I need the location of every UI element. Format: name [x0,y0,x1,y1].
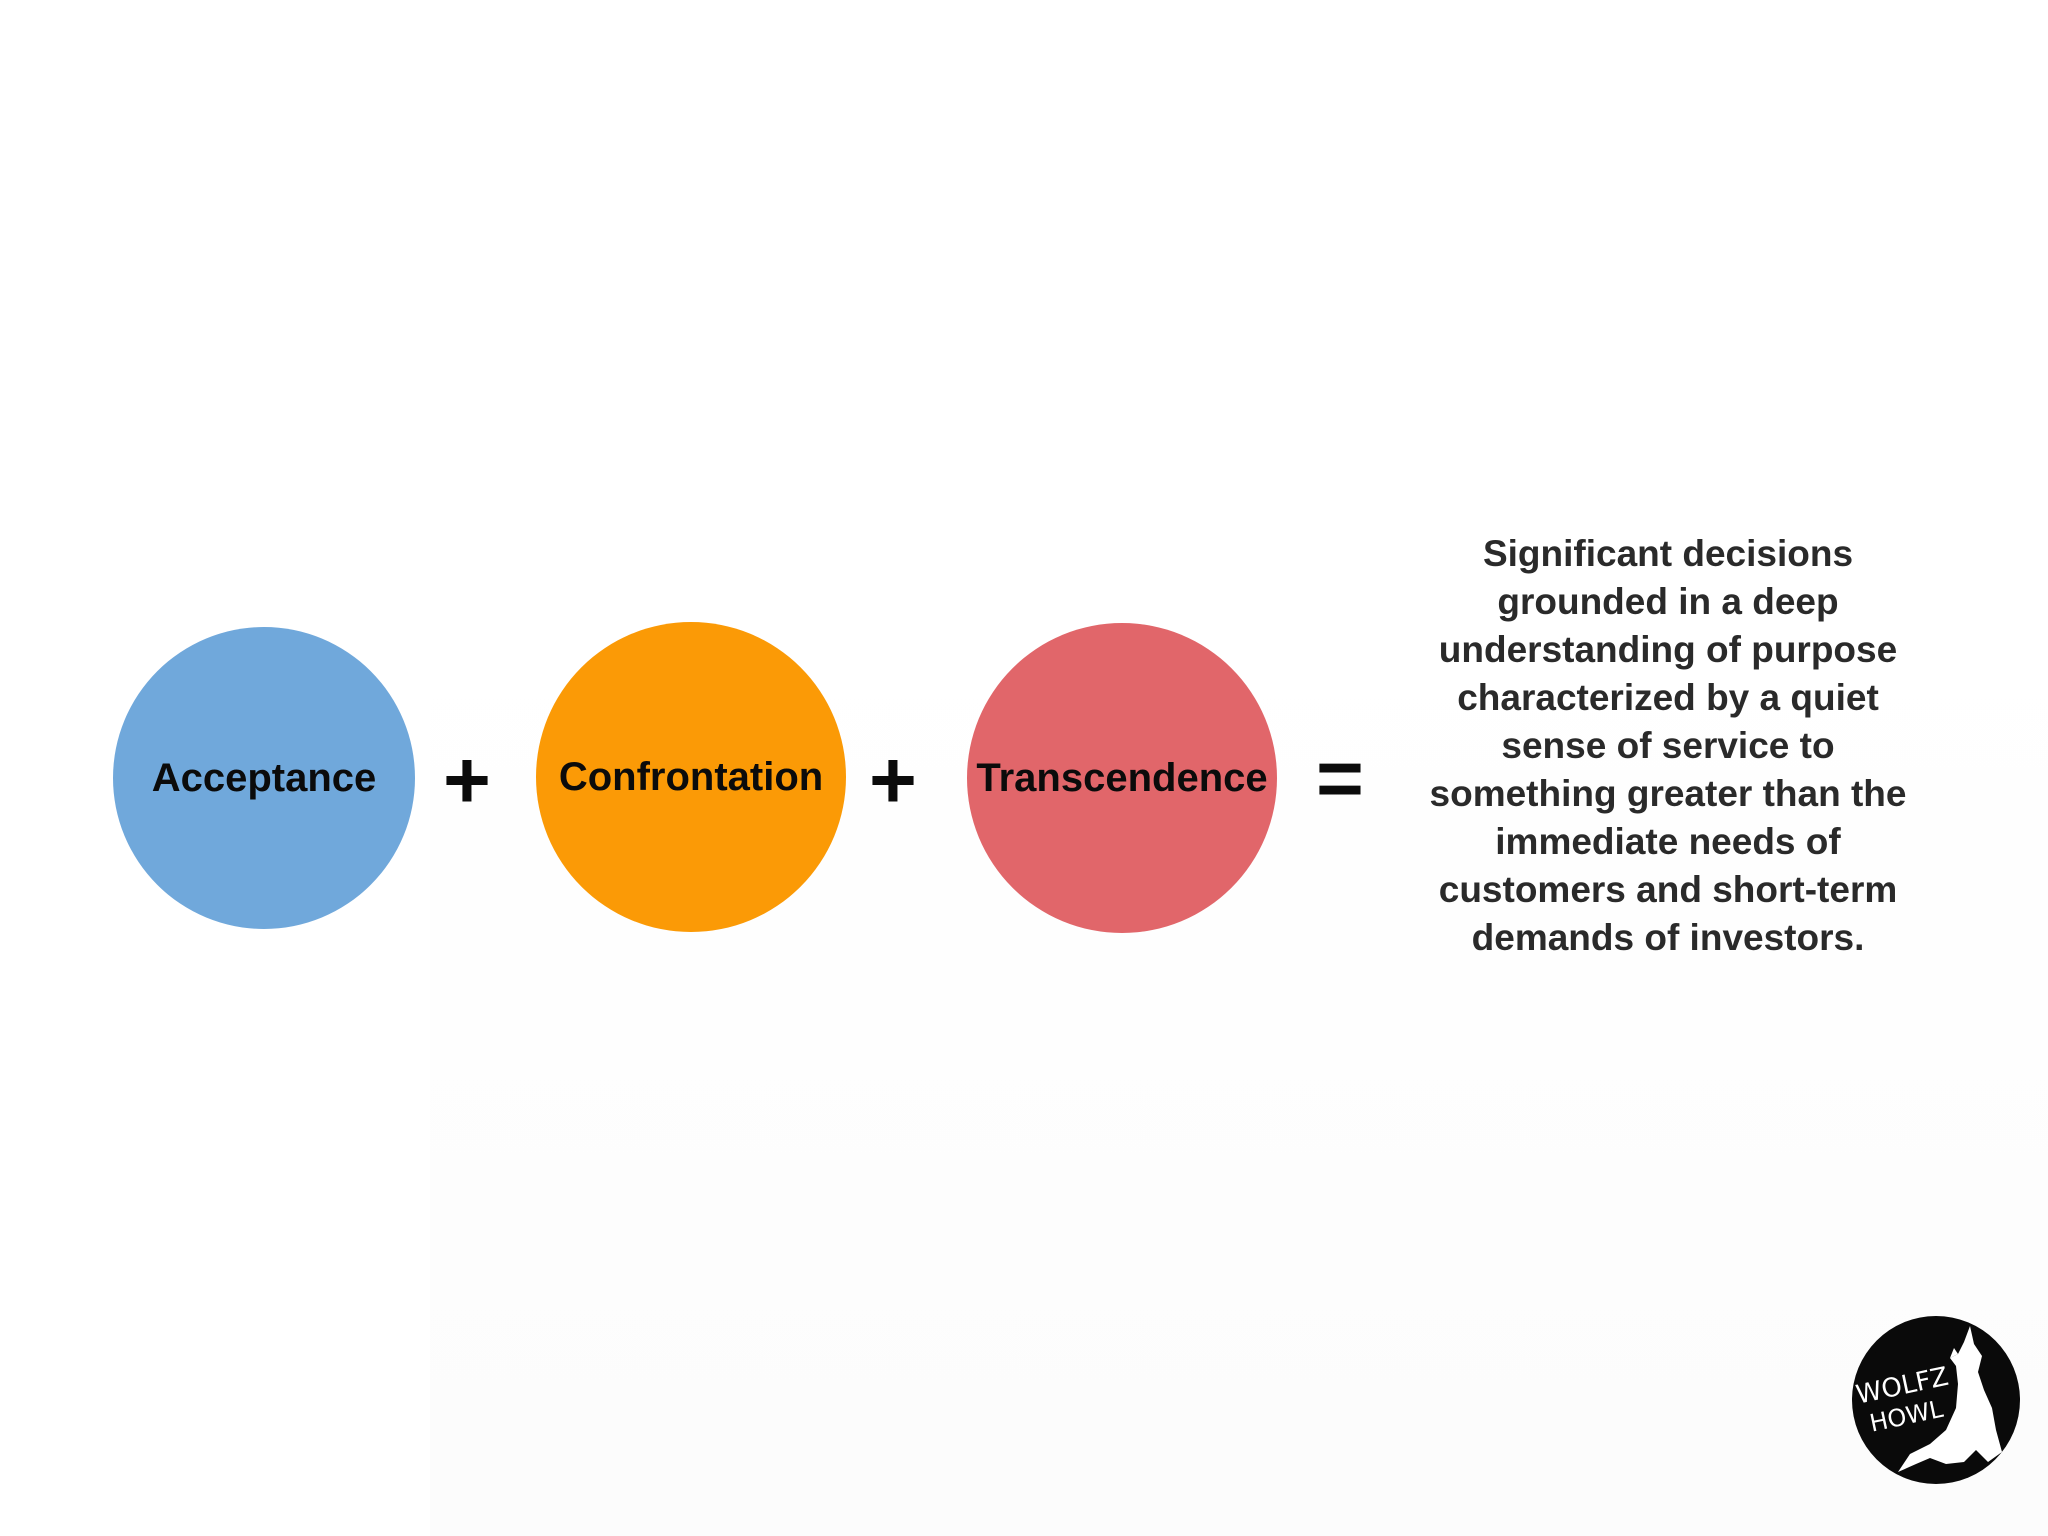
acceptance-circle: Acceptance [113,627,415,929]
confrontation-label: Confrontation [558,754,824,799]
equals-operator: = [1316,733,1364,824]
acceptance-label: Acceptance [151,755,377,800]
wolfz-howl-logo: WOLFZ HOWL [1852,1316,2020,1484]
result-description: Significant decisions grounded in a deep… [1429,533,1907,958]
howling-wolf-icon [1898,1326,2002,1472]
transcendence-label: Transcendence [976,755,1268,800]
confrontation-circle: Confrontation [536,622,846,932]
plus-operator-2: + [869,735,917,826]
transcendence-circle: Transcendence [967,623,1277,933]
plus-operator-1: + [443,735,491,826]
